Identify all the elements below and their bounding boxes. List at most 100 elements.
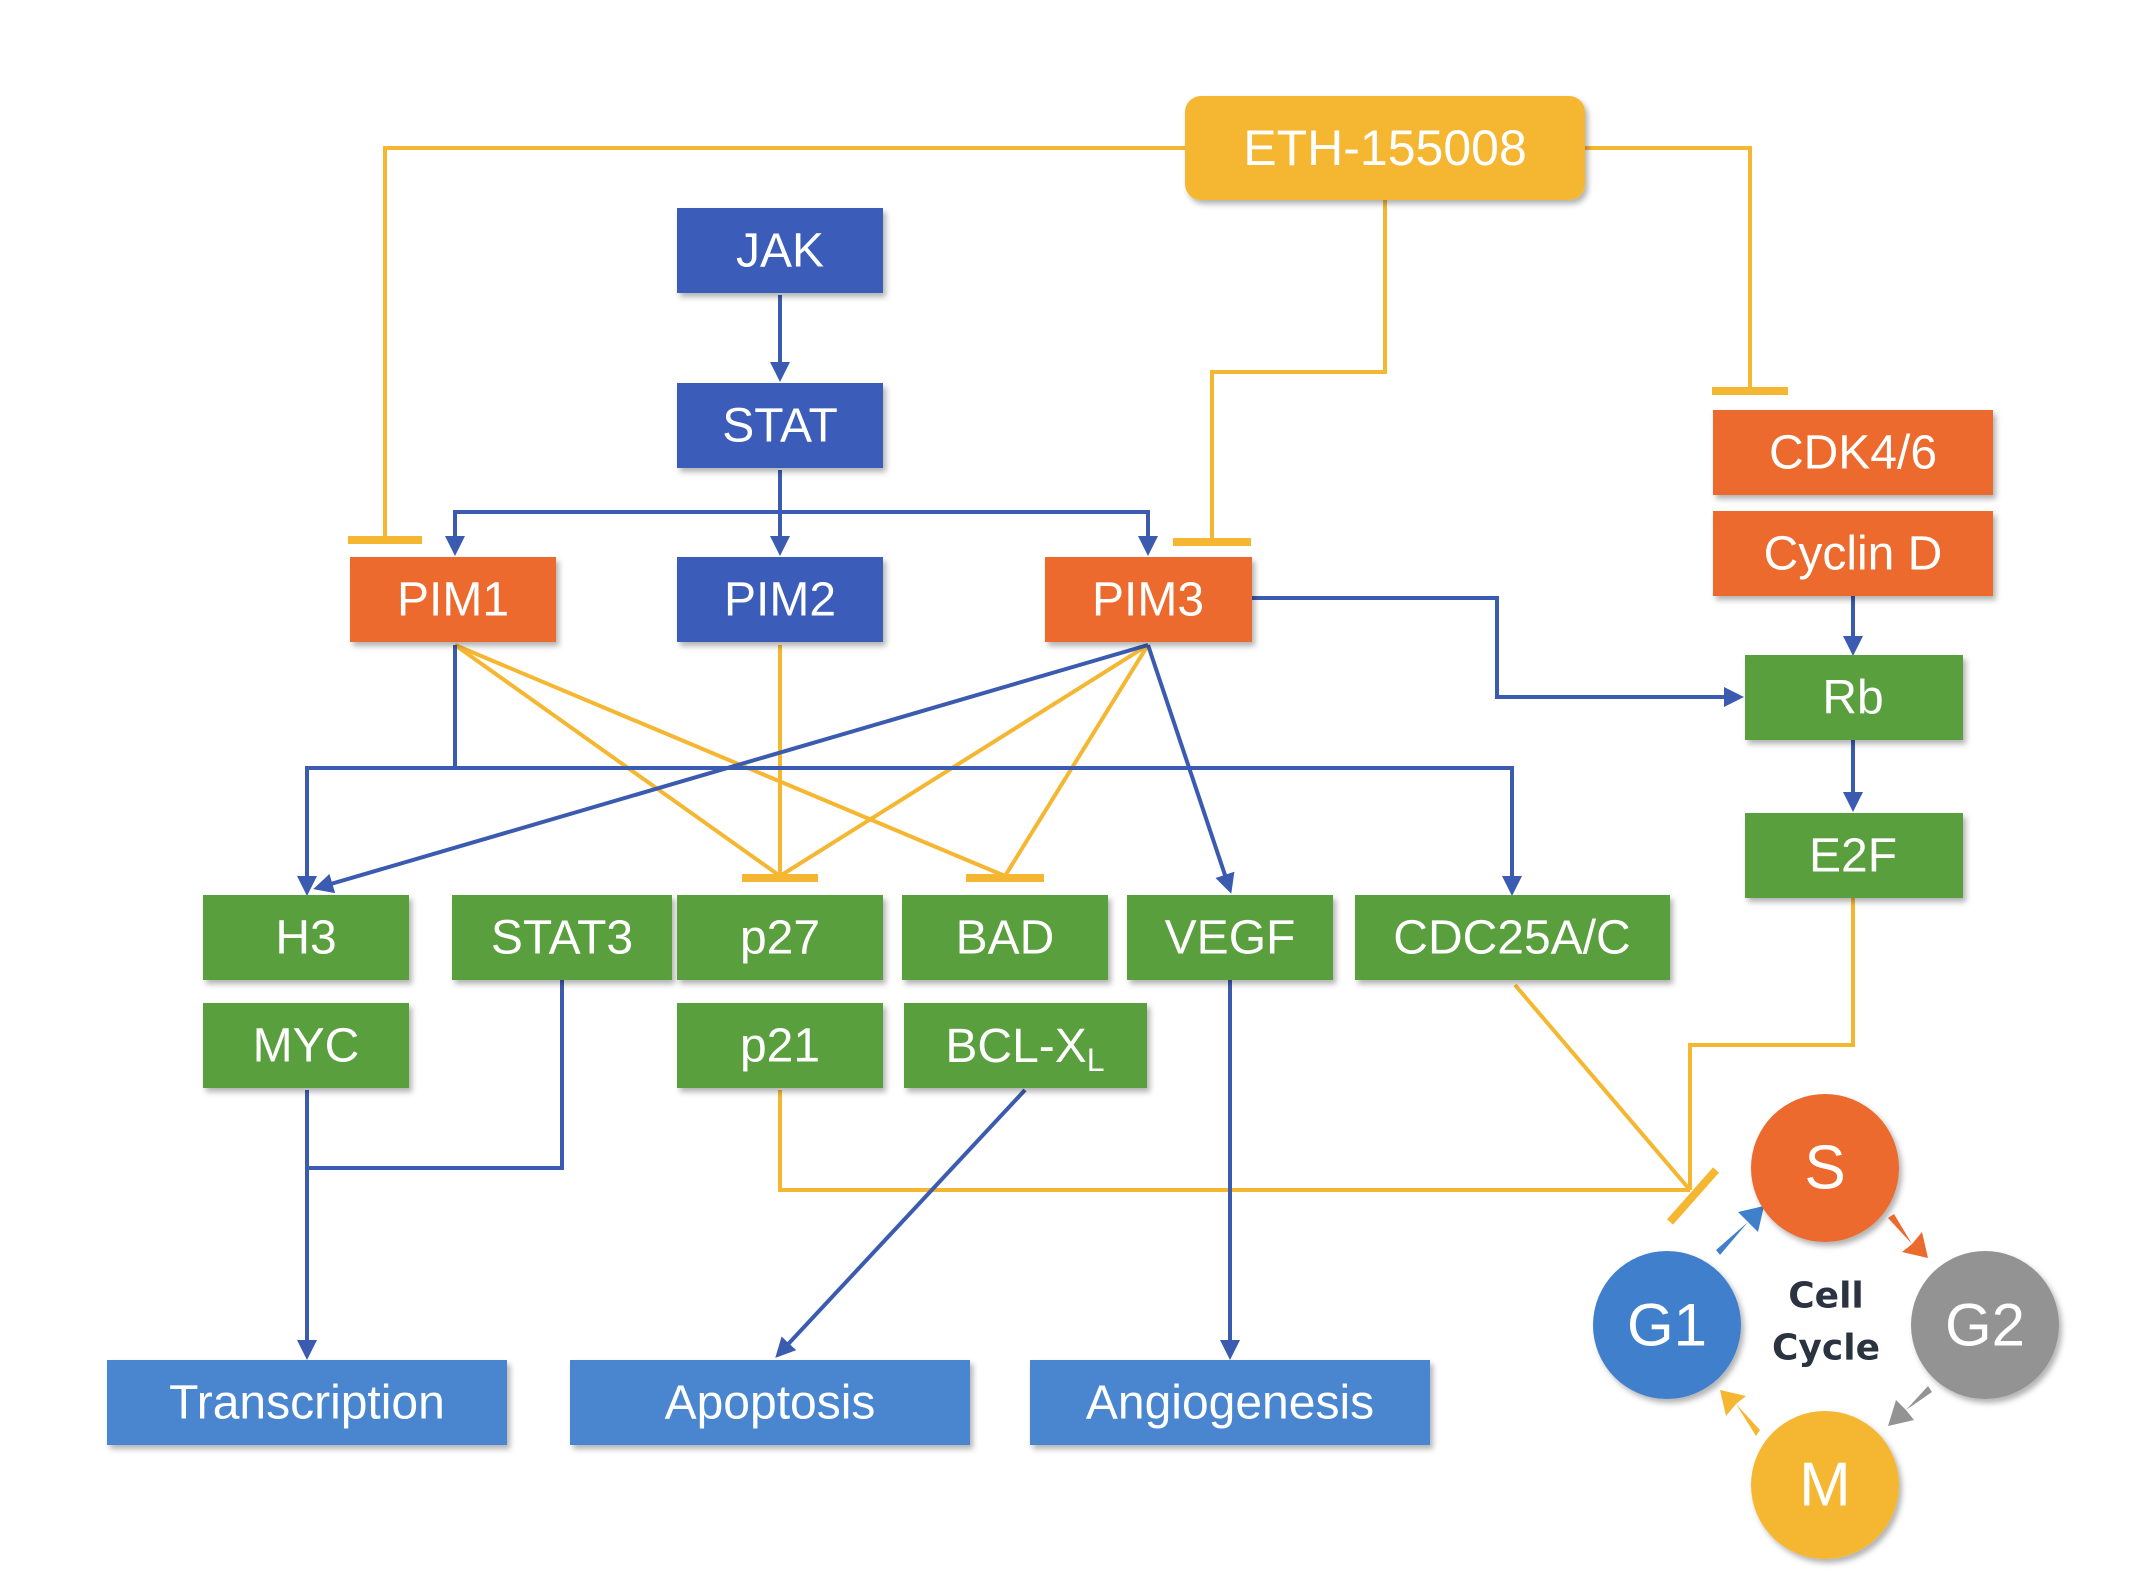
node-bad[interactable]: BAD (902, 895, 1108, 980)
phase-g2-circle (1911, 1251, 2059, 1399)
node-pim1[interactable]: PIM1 (350, 557, 556, 642)
jak-box (677, 208, 883, 293)
node-h3[interactable]: H3 (203, 895, 409, 980)
edge-pim3-to-bad (1003, 643, 1150, 878)
bcl-xl-main: BCL-X (945, 1020, 1086, 1073)
edge-pim3-to-rb (1252, 596, 1744, 707)
bcl-xl-box (904, 1003, 1147, 1088)
phase-g1-circle (1593, 1251, 1741, 1399)
edge-pim1-to-h3 (297, 645, 457, 896)
pim3-box (1045, 557, 1252, 642)
rb-box (1745, 655, 1963, 740)
phase-m-circle (1751, 1411, 1899, 1559)
node-myc[interactable]: MYC (203, 1003, 409, 1088)
node-p21[interactable]: p21 (677, 1003, 883, 1088)
edge-pim3-to-vegf (1146, 644, 1235, 894)
node-p27[interactable]: p27 (677, 895, 883, 980)
edge-stat3-to-transcription (307, 980, 564, 1170)
pim2-box (677, 557, 883, 642)
edge-bclx-to-apoptosis (775, 1088, 1027, 1358)
p27-label: p27 (740, 912, 820, 965)
node-pim2[interactable]: PIM2 (677, 557, 883, 642)
transcription-label: Transcription (169, 1377, 445, 1430)
cyclin-d-box (1713, 511, 1993, 596)
stat3-box (452, 895, 672, 980)
cdc25-label: CDC25A/C (1393, 912, 1630, 965)
p27-box (677, 895, 883, 980)
edge-p21-to-cycle (778, 1090, 1690, 1192)
bad-label: BAD (956, 912, 1055, 965)
phase-s[interactable]: S (1751, 1094, 1899, 1242)
vegf-label: VEGF (1165, 912, 1296, 965)
phase-g2-label: G2 (1945, 1292, 2025, 1359)
arrow-g2-to-m-icon (1888, 1386, 1932, 1426)
outcome-apoptosis[interactable]: Apoptosis (570, 1360, 970, 1445)
h3-box (203, 895, 409, 980)
phase-g1-label: G1 (1627, 1292, 1707, 1359)
edge-e2f-to-cycle (1688, 898, 1855, 1190)
rb-label: Rb (1822, 672, 1883, 725)
node-e2f[interactable]: E2F (1745, 813, 1963, 898)
phase-g2[interactable]: G2 (1911, 1251, 2059, 1399)
inhibition-edges (348, 146, 1855, 1225)
e2f-box (1745, 813, 1963, 898)
node-cdc25[interactable]: CDC25A/C (1355, 895, 1670, 980)
pim3-label: PIM3 (1092, 574, 1204, 627)
phase-m[interactable]: M (1751, 1411, 1899, 1559)
phase-s-label: S (1804, 1134, 1845, 1203)
edge-eth-to-cdk46 (1585, 146, 1752, 390)
myc-label: MYC (253, 1020, 360, 1073)
h3-label: H3 (275, 912, 336, 965)
edge-cdc25-to-cycle (1513, 983, 1692, 1192)
node-stat3[interactable]: STAT3 (452, 895, 672, 980)
edge-pim3-to-h3 (313, 643, 1149, 894)
stat-label: STAT (722, 400, 838, 453)
node-jak[interactable]: JAK (677, 208, 883, 293)
outcome-transcription[interactable]: Transcription (107, 1360, 507, 1445)
pim1-box (350, 557, 556, 642)
arrow-s-to-g2-icon (1888, 1214, 1928, 1258)
tbar-cell-cycle (1667, 1167, 1719, 1225)
phase-m-label: M (1799, 1451, 1851, 1520)
edge-pim1-to-bad (454, 643, 1006, 878)
myc-box (203, 1003, 409, 1088)
pim2-label: PIM2 (724, 574, 836, 627)
edge-eth-to-pim3 (1210, 200, 1387, 540)
eth-155008-label: ETH-155008 (1243, 120, 1527, 176)
outcome-angiogenesis[interactable]: Angiogenesis (1030, 1360, 1430, 1445)
cdk46-label: CDK4/6 (1769, 427, 1937, 480)
node-rb[interactable]: Rb (1745, 655, 1963, 740)
cdk46-box (1713, 410, 1993, 495)
drug-node[interactable]: ETH-155008 (1185, 96, 1585, 200)
vegf-box (1127, 895, 1333, 980)
e2f-label: E2F (1809, 830, 1897, 883)
node-pim3[interactable]: PIM3 (1045, 557, 1252, 642)
edge-stat-to-pim3 (780, 510, 1158, 556)
cyclin-d-label: Cyclin D (1764, 528, 1943, 581)
stat3-label: STAT3 (491, 912, 633, 965)
phase-s-circle (1751, 1094, 1899, 1242)
arrow-g1-to-s-icon (1716, 1206, 1764, 1255)
edge-pim3-to-p27 (778, 643, 1150, 878)
cdc25-box (1355, 895, 1670, 980)
node-vegf[interactable]: VEGF (1127, 895, 1333, 980)
stat-box (677, 383, 883, 468)
node-cdk46[interactable]: CDK4/6 (1713, 410, 1993, 495)
phase-g1[interactable]: G1 (1593, 1251, 1741, 1399)
bcl-xl-subscript: L (1087, 1042, 1105, 1078)
node-cyclin-d[interactable]: Cyclin D (1713, 511, 1993, 596)
p21-box (677, 1003, 883, 1088)
arrow-m-to-g1-icon (1720, 1390, 1760, 1436)
eth-155008-box (1185, 96, 1585, 200)
transcription-box (107, 1360, 507, 1445)
pim1-label: PIM1 (397, 574, 509, 627)
node-stat[interactable]: STAT (677, 383, 883, 468)
angiogenesis-label: Angiogenesis (1086, 1377, 1374, 1430)
edge-stat-to-pim1 (445, 510, 780, 556)
edge-pim1-to-cdc25 (455, 766, 1522, 896)
apoptosis-box (570, 1360, 970, 1445)
p21-label: p21 (740, 1020, 820, 1073)
node-bcl-xl[interactable]: BCL-XL (904, 1003, 1147, 1088)
angiogenesis-box (1030, 1360, 1430, 1445)
